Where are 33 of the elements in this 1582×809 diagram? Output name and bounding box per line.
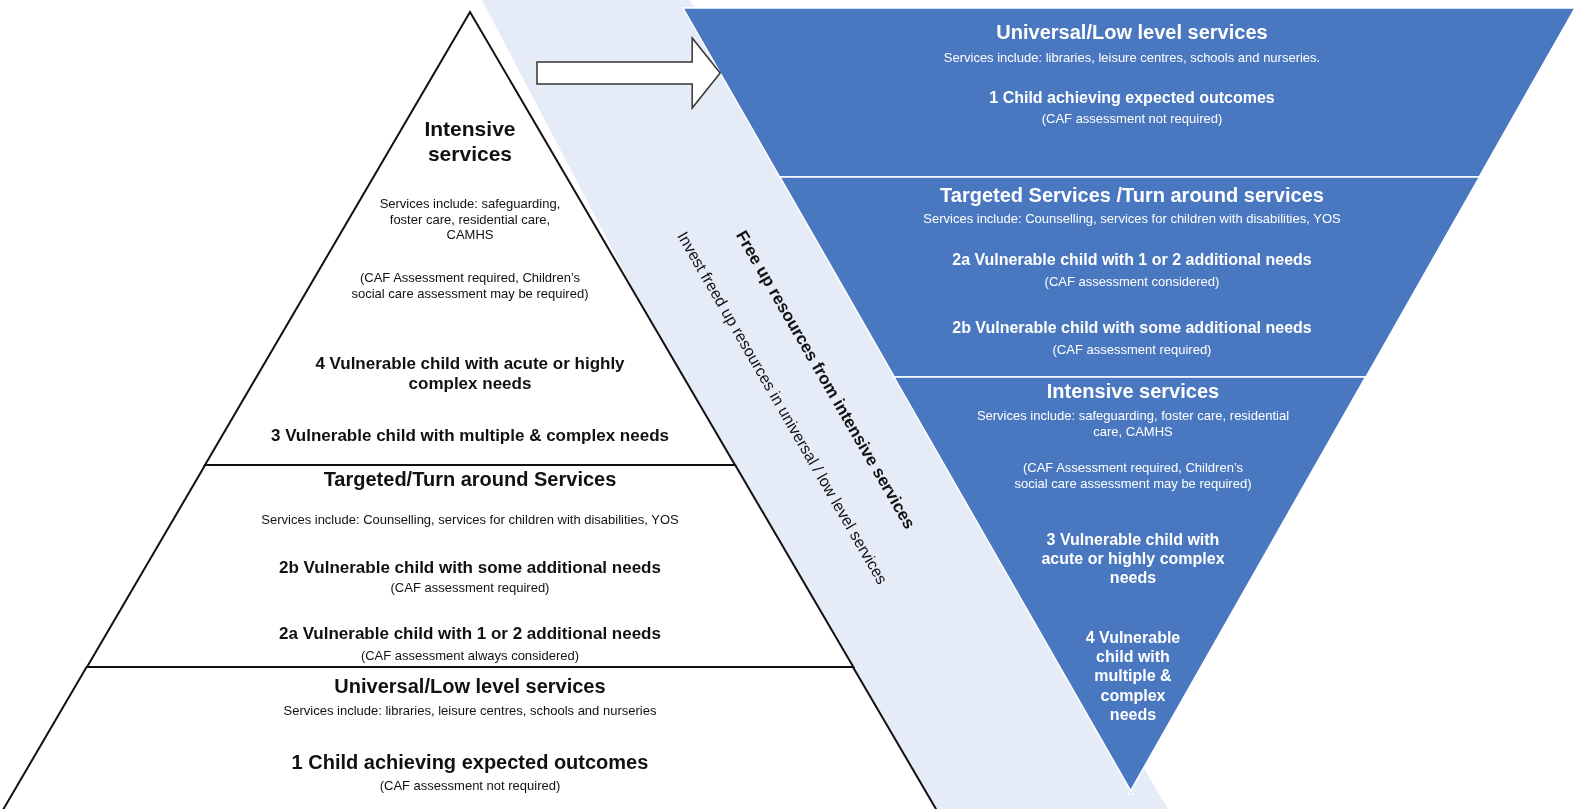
tier-text: (CAF Assessment required, Children’s social care assessment may be required) — [1013, 460, 1253, 492]
tier-text: (CAF assessment always considered) — [359, 648, 581, 664]
tier-text: 4 Vulnerable child with acute or highly complex needs — [314, 354, 626, 395]
block-arrow — [536, 35, 722, 111]
tier-text: (CAF assessment considered) — [1043, 274, 1221, 290]
tier-text: Services include: Counselling, services for children with disabilities, YOS — [922, 211, 1342, 227]
tier-text: Targeted Services /Turn around services — [939, 183, 1325, 207]
tier-text: 4 Vulnerable child with multiple & complex needs — [1084, 628, 1182, 724]
tier-text: 1 Child achieving expected outcomes — [988, 88, 1276, 108]
tier-text: 2a Vulnerable child with 1 or 2 additional needs — [278, 624, 662, 645]
tier-text: Intensive services — [423, 116, 517, 167]
inverted-pyramid-tier — [683, 8, 1575, 177]
tier-text: Services include: libraries, leisure centres, schools and nurseries. — [942, 50, 1322, 66]
tier-text: Intensive services — [1045, 379, 1221, 403]
tier-text: Targeted/Turn around Services — [322, 467, 618, 491]
tier-text: Services include: Counselling, services for children with disabilities, YOS — [260, 512, 680, 528]
tier-text: 3 Vulnerable child with acute or highly complex needs — [1040, 530, 1226, 588]
tier-text: (CAF assessment not required) — [378, 778, 562, 794]
tier-text: 2b Vulnerable child with some additional needs — [951, 318, 1313, 338]
tier-text: Services include: libraries, leisure centres, schools and nurseries — [282, 703, 658, 719]
tier-text: Services include: safeguarding, foster care, residential care, CAMHS — [975, 408, 1291, 440]
tier-text: 2b Vulnerable child with some additional needs — [278, 558, 662, 579]
tier-text: (CAF assessment required) — [1051, 342, 1213, 358]
pyramid-tier — [0, 667, 940, 809]
tier-text: 1 Child achieving expected outcomes — [290, 750, 650, 774]
tier-text: Universal/Low level services — [333, 674, 607, 698]
tier-text: 2a Vulnerable child with 1 or 2 additional needs — [951, 250, 1313, 270]
tier-text: (CAF Assessment required, Children’s social care assessment may be required) — [350, 270, 590, 302]
tier-text: (CAF assessment not required) — [1040, 111, 1224, 127]
tier-text: Services include: safeguarding, foster care, residential care, CAMHS — [378, 196, 562, 243]
tier-text: (CAF assessment required) — [389, 580, 551, 596]
tier-text: 3 Vulnerable child with multiple & complex needs — [269, 426, 670, 447]
tier-text: Universal/Low level services — [995, 20, 1269, 44]
